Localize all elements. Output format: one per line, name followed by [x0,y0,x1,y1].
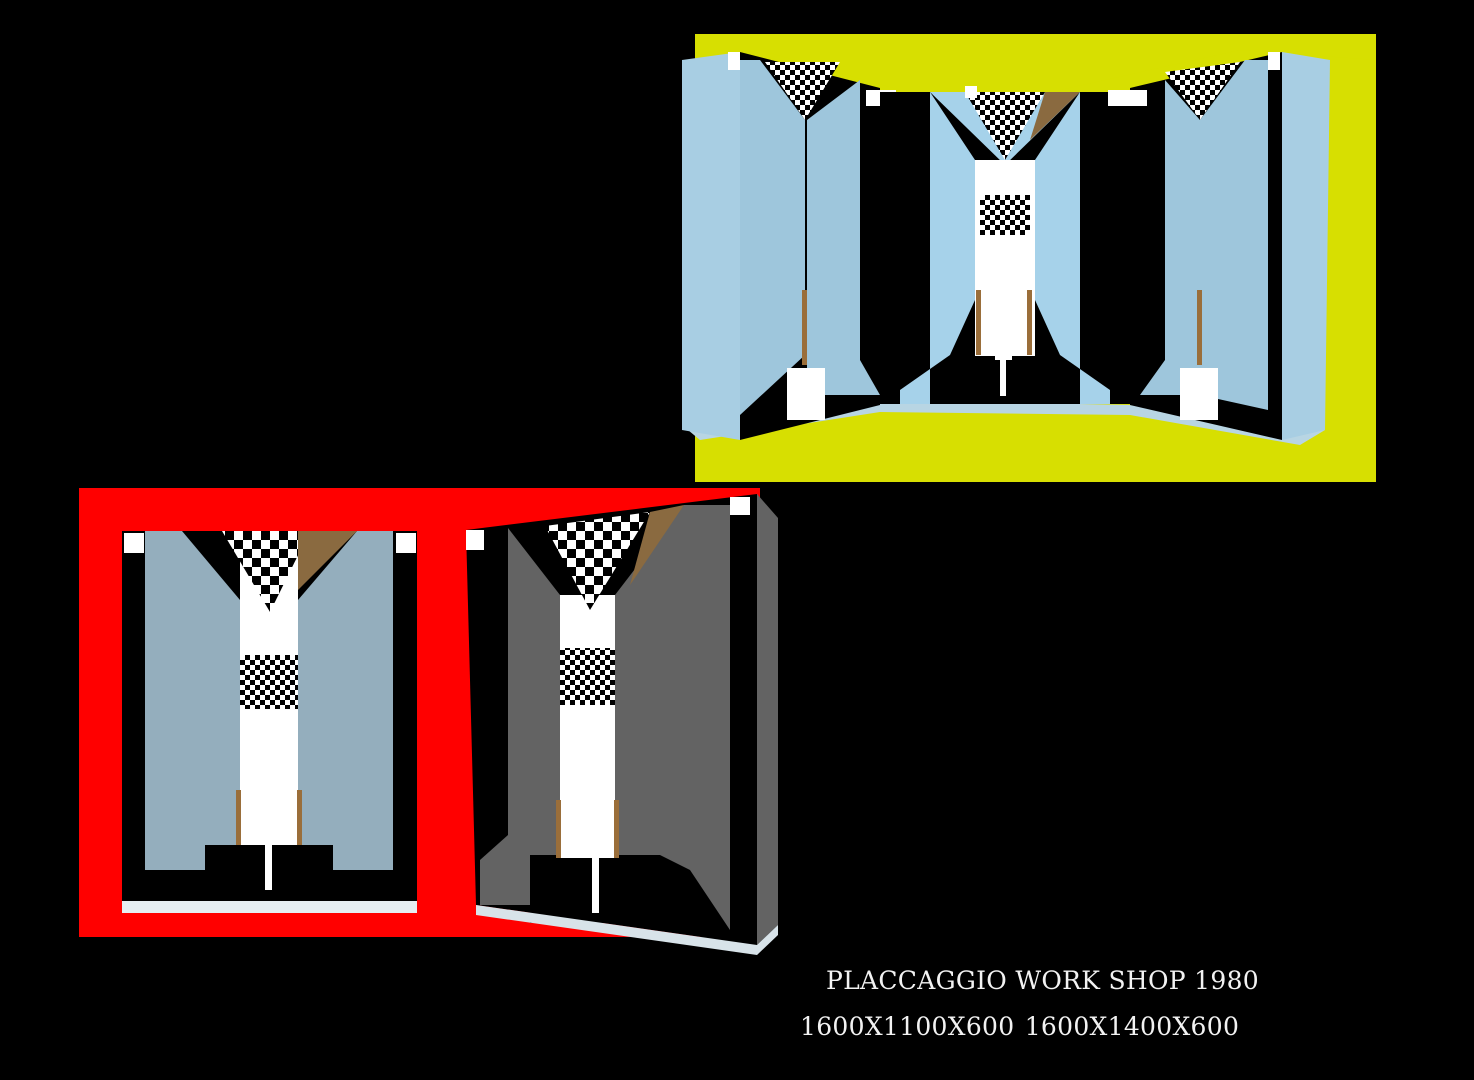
two-cabinet-set [122,494,778,955]
grey-cabinet-side [757,494,778,945]
caption-title: PLACCAGGIO WORK SHOP 1980 [826,966,1260,995]
right-cabinet [1125,52,1330,440]
caption-dimensions: 1600X1100X600 1600X1400X600 [800,1012,1240,1041]
grey-cabinet [466,494,778,955]
corner-cabinet-set [682,34,1376,445]
left-cabinet-side [682,52,740,440]
yellow-top-band [695,34,1376,90]
center-cabinet [880,86,1138,404]
right-cabinet-side [1282,52,1330,440]
steel-blue-cabinet [122,531,417,913]
left-cabinet [682,52,896,440]
